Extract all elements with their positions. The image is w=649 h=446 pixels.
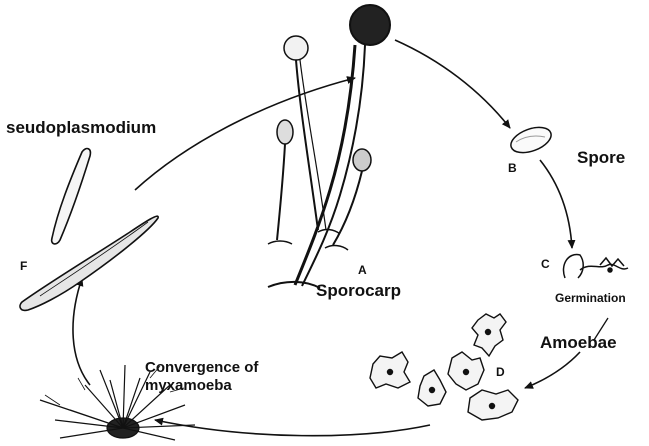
germination-illustration bbox=[563, 255, 628, 278]
spore-illustration bbox=[508, 122, 555, 157]
arrow-sporocarp-to-spore bbox=[395, 40, 510, 128]
label-amoebae: Amoebae bbox=[540, 333, 617, 352]
arrow-amoebae-to-d bbox=[525, 352, 580, 388]
label-convergence-line2: myxamoeba bbox=[145, 377, 232, 394]
pseudoplasmodium-illustration bbox=[20, 149, 158, 311]
stage-letter-c: C bbox=[541, 257, 550, 271]
amoebae-illustration bbox=[370, 314, 608, 420]
arrow-convergence-to-pseudoplasmodium bbox=[73, 278, 90, 385]
label-pseudoplasmodium: seudoplasmodium bbox=[6, 118, 156, 137]
sporocarp-cluster-illustration bbox=[268, 5, 390, 288]
label-convergence-line1: Convergence of bbox=[145, 359, 259, 376]
stage-letter-d: D bbox=[496, 365, 505, 379]
label-sporocarp: Sporocarp bbox=[316, 281, 401, 300]
stage-letter-a: A bbox=[358, 263, 367, 277]
arrow-pseudoplasmodium-to-sporocarp bbox=[135, 78, 355, 190]
stage-letter-b: B bbox=[508, 161, 517, 175]
stage-letter-f: F bbox=[20, 259, 27, 273]
arrow-amoebae-to-convergence bbox=[155, 420, 430, 436]
label-germination: Germination bbox=[555, 291, 626, 305]
label-spore: Spore bbox=[577, 148, 625, 167]
arrow-spore-to-germination bbox=[540, 160, 572, 248]
